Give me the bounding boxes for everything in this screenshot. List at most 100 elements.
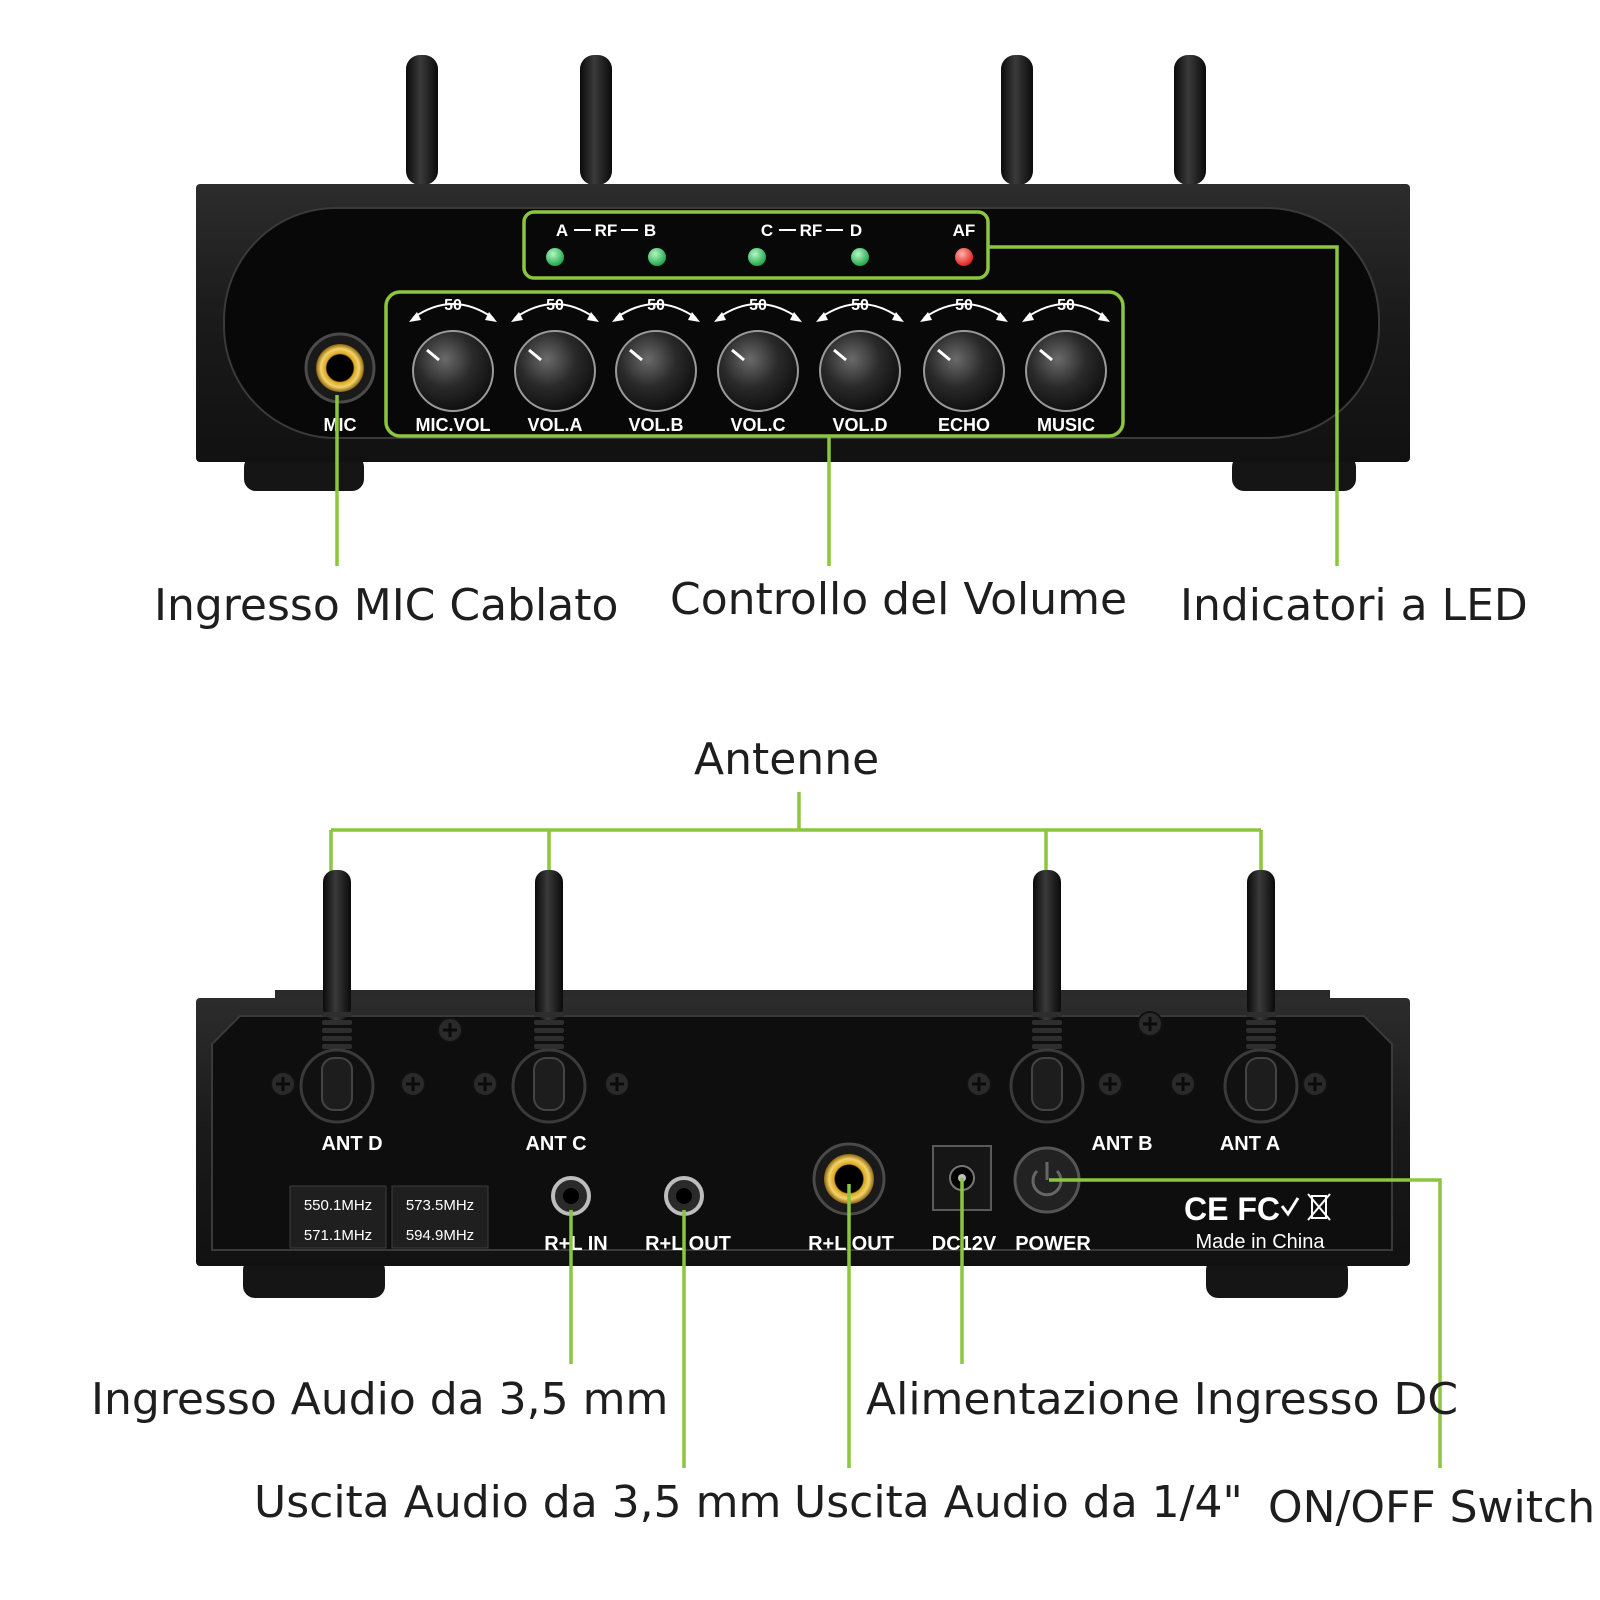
led-label-d: D	[850, 221, 862, 240]
weee-bin-icon	[1307, 1193, 1331, 1221]
arrow-left-icon	[409, 312, 421, 322]
screw-icon	[270, 1071, 296, 1097]
back-foot-right	[1206, 1258, 1348, 1298]
knob-scale-value: 50	[749, 297, 767, 314]
arrow-left-icon	[1022, 312, 1034, 322]
power-label: POWER	[1015, 1233, 1091, 1255]
arrow-right-icon	[892, 312, 904, 322]
arrow-right-icon	[485, 312, 497, 322]
knob-label: MUSIC	[1037, 415, 1095, 435]
freq-1: 550.1MHz	[304, 1197, 372, 1214]
knob-dial[interactable]	[1025, 330, 1107, 412]
antenna-ant-b: ANT B	[1009, 870, 1153, 1155]
knob-scale-value: 50	[444, 297, 462, 314]
knob-dial[interactable]	[819, 330, 901, 412]
front-device: A RF B C RF D AF MIC 50MIC.VOL50VOL.A50V…	[196, 55, 1410, 491]
antenna-ant-c: ANT C	[511, 870, 587, 1155]
antenna-label: ANT A	[1220, 1133, 1280, 1155]
arrow-left-icon	[612, 312, 624, 322]
dc-label: DC12V	[932, 1233, 997, 1255]
knob-pointer	[629, 348, 643, 362]
rl-out-small-label: R+L OUT	[645, 1233, 731, 1255]
arrow-right-icon	[587, 312, 599, 322]
led-indicator-4	[849, 246, 871, 268]
led-indicator-2	[646, 246, 668, 268]
led-label-b: B	[644, 221, 656, 240]
led-highlight-box	[522, 210, 990, 280]
arrow-right-icon	[996, 312, 1008, 322]
dc-jack: DC12V	[932, 1145, 997, 1255]
knob-scale-value: 50	[851, 297, 869, 314]
mic-jack-label: MIC	[324, 415, 357, 435]
knob-pointer	[731, 348, 745, 362]
knob-scale-arc	[819, 303, 901, 319]
knob-label: VOL.C	[730, 415, 785, 435]
arrow-left-icon	[816, 312, 828, 322]
knob-scale-value: 50	[1057, 297, 1075, 314]
callout-audio-out-35: Uscita Audio da 3,5 mm	[254, 1477, 782, 1528]
knob-scale-arc	[923, 303, 1005, 319]
led-group-rf-ab: A RF B	[556, 221, 656, 240]
knob-pointer	[833, 348, 847, 362]
knob-scale-arc	[717, 303, 799, 319]
knob-scale-value: 50	[647, 297, 665, 314]
freq-4: 594.9MHz	[406, 1227, 474, 1244]
callout-audio-in: Ingresso Audio da 3,5 mm	[91, 1374, 669, 1425]
antenna-label: ANT C	[525, 1133, 586, 1155]
arrow-left-icon	[511, 312, 523, 322]
led-label-rf-2: RF	[800, 221, 823, 240]
knob-label: ECHO	[938, 415, 990, 435]
led-indicator-3	[746, 246, 768, 268]
knob-label: VOL.B	[628, 415, 683, 435]
callout-dc-power: Alimentazione Ingresso DC	[866, 1374, 1459, 1425]
arrow-left-icon	[920, 312, 932, 322]
screw-icon	[437, 1017, 463, 1043]
rl-out-small-jack: R+L OUT	[645, 1176, 731, 1255]
knob-dial[interactable]	[923, 330, 1005, 412]
led-label-a: A	[556, 221, 568, 240]
knob-dial[interactable]	[412, 330, 494, 412]
knob-label: VOL.D	[832, 415, 887, 435]
made-in-label: Made in China	[1196, 1231, 1326, 1253]
rohs-check-icon	[1280, 1197, 1300, 1217]
callout-mic-input: Ingresso MIC Cablato	[154, 580, 619, 631]
back-foot-left	[243, 1258, 385, 1298]
rl-out-large-jack: R+L OUT	[808, 1142, 894, 1255]
knob-scale-value: 50	[955, 297, 973, 314]
knob-scale-arc	[615, 303, 697, 319]
rl-in-label: R+L IN	[544, 1233, 608, 1255]
knob-label: MIC.VOL	[416, 415, 491, 435]
knob-scale-arc	[1025, 303, 1107, 319]
rl-out-large-label: R+L OUT	[808, 1233, 894, 1255]
led-indicator-1	[544, 246, 566, 268]
led-label-af: AF	[953, 221, 976, 240]
front-antennas	[406, 55, 1206, 185]
back-leader-lines	[569, 1178, 1442, 1468]
knob-scale-arc	[412, 303, 494, 319]
screw-icon	[1170, 1071, 1196, 1097]
knob-scale-value: 50	[546, 297, 564, 314]
antenna-label: ANT D	[321, 1133, 382, 1155]
knob-pointer	[426, 348, 440, 362]
certification-marks: CE FC Made in China	[1184, 1191, 1331, 1253]
antenna-bracket	[329, 792, 1263, 905]
front-foot-right	[1232, 455, 1356, 491]
knob-pointer	[528, 348, 542, 362]
callout-antennas: Antenne	[694, 734, 880, 785]
callout-volume-control: Controllo del Volume	[670, 574, 1128, 625]
knob-dial[interactable]	[717, 330, 799, 412]
power-button[interactable]: POWER	[1013, 1146, 1091, 1255]
screw-icon	[1097, 1071, 1123, 1097]
arrow-right-icon	[1098, 312, 1110, 322]
knob-dial[interactable]	[615, 330, 697, 412]
screw-icon	[472, 1071, 498, 1097]
knob-dial[interactable]	[514, 330, 596, 412]
